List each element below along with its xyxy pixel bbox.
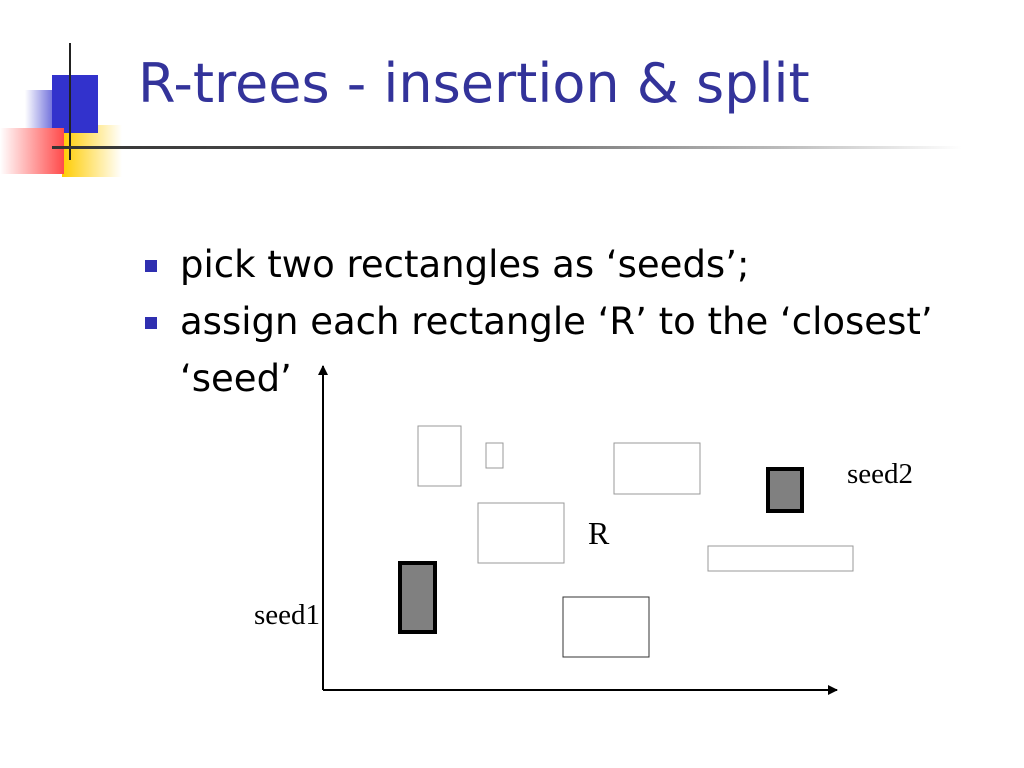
bullet-text: pick two rectangles as ‘seeds’; (180, 243, 750, 286)
seed2-rectangle (766, 467, 804, 513)
bullet-square-icon (145, 260, 157, 272)
logo-yellow-square (62, 125, 122, 177)
logo-red-square (0, 128, 64, 174)
logo-graphic (0, 43, 122, 177)
bullet-item: assign each rectangle ‘R’ to the ‘closes… (145, 293, 1000, 407)
bullet-square-icon (145, 317, 157, 329)
r-label: R (588, 515, 610, 551)
seed1-rectangle (398, 561, 437, 634)
seed2-label: seed2 (847, 458, 913, 490)
data-rectangle (417, 425, 462, 487)
data-rectangle (477, 502, 565, 564)
data-rectangle (562, 596, 650, 658)
seed1-label: seed1 (254, 599, 320, 631)
bullet-list: pick two rectangles as ‘seeds’; assign e… (145, 236, 1000, 407)
title-underline (52, 146, 962, 149)
bullet-text: assign each rectangle ‘R’ to the ‘closes… (180, 300, 933, 400)
slide-title: R-trees - insertion & split (138, 52, 810, 115)
logo-blue-dark-square (52, 75, 98, 133)
bullet-item: pick two rectangles as ‘seeds’; (145, 236, 1000, 293)
data-rectangle (707, 545, 854, 572)
data-rectangle (485, 442, 504, 469)
data-rectangle (613, 442, 701, 495)
